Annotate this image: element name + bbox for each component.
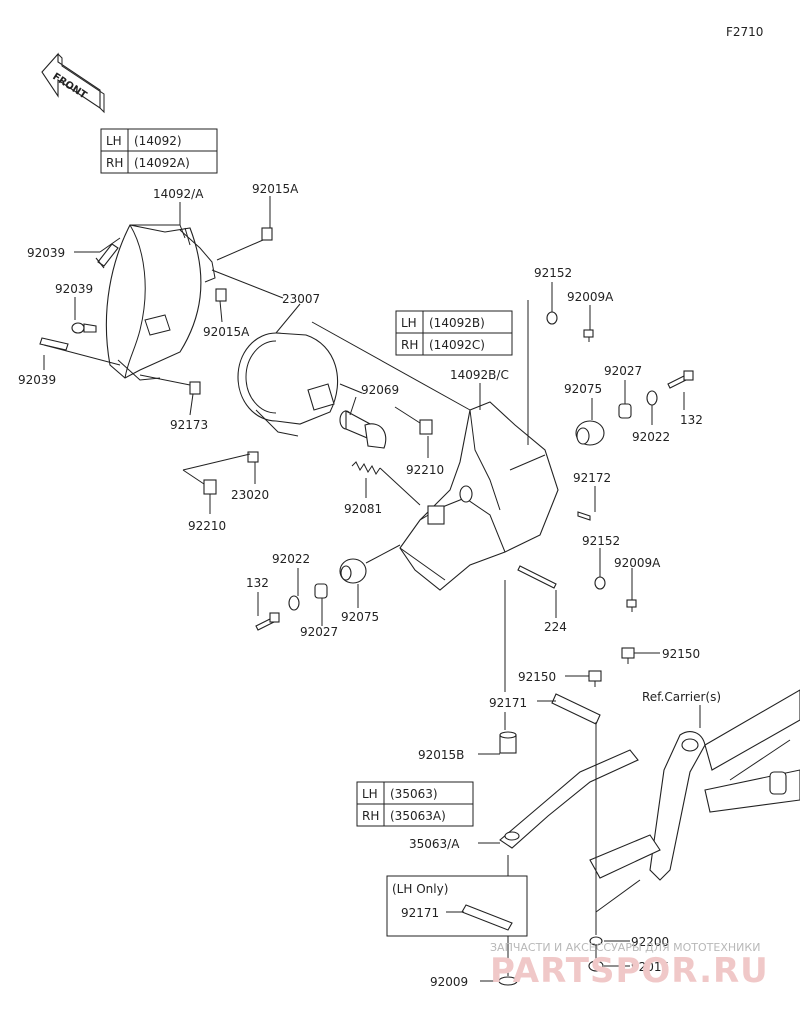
table-cell: (14092C)	[429, 338, 485, 352]
part-label: 132	[246, 576, 269, 590]
part-label: 92039	[27, 246, 65, 260]
nut-92152-mid	[594, 576, 606, 590]
washer-92022-right	[646, 390, 658, 406]
part-label: 92022	[272, 552, 310, 566]
front-arrow-icon: FRONT	[41, 52, 105, 114]
part-label: 92015A	[252, 182, 299, 196]
clip-92173	[189, 381, 201, 395]
ref-carrier-label: Ref.Carrier(s)	[642, 690, 721, 704]
part-label: 92027	[604, 364, 642, 378]
part-label: 92150	[518, 670, 556, 684]
part-label: 224	[544, 620, 567, 634]
part-label: 92152	[534, 266, 572, 280]
clip-92015a-mid	[215, 288, 227, 302]
part-label: 92075	[341, 610, 379, 624]
part-label: 132	[680, 413, 703, 427]
table-cell: (14092A)	[134, 156, 190, 170]
bulb-92069	[339, 410, 387, 449]
lh-only-box: (LH Only)	[386, 875, 528, 937]
part-label: 92150	[662, 647, 700, 661]
spring-92081	[351, 461, 381, 475]
part-label: 92027	[300, 625, 338, 639]
part-label: 92015	[631, 960, 669, 974]
bolt-92150-right	[621, 647, 635, 664]
carrier-frame	[589, 689, 800, 881]
part-label: 92009A	[614, 556, 661, 570]
table-cell: (35063)	[390, 787, 438, 801]
part-label: 92009A	[567, 290, 614, 304]
watermark: ЗАПЧАСТИ И АКСЕССУАРЫ ДЛЯ МОТОТЕХНИКИ PA…	[490, 941, 769, 991]
bolt-92150-left	[588, 670, 602, 687]
clip-92015a-top	[261, 227, 273, 241]
table-cell: (14092B)	[429, 316, 485, 330]
part-label: 35063/A	[409, 837, 460, 851]
spacer-92015b	[499, 731, 517, 754]
watermark-tagline: ЗАПЧАСТИ И АКСЕССУАРЫ ДЛЯ МОТОТЕХНИКИ	[490, 941, 760, 954]
diagram-code: F2710	[726, 25, 763, 39]
leader-lines	[43, 196, 701, 982]
bolt-132-left	[255, 612, 280, 631]
table-cell: LH	[401, 316, 417, 330]
part-label: 23007	[282, 292, 320, 306]
headlight-23007	[237, 332, 338, 463]
part-label: 92171	[401, 906, 439, 920]
part-label: 14092/A	[153, 187, 204, 201]
part-labels: 14092/A 92015A 92039 92039 92039 23007 9…	[18, 182, 721, 989]
watermark-logo: PARTSPOR.RU	[490, 951, 769, 991]
rivet-92039-top	[95, 243, 119, 269]
part-label: 92171	[489, 696, 527, 710]
table-cell: RH	[106, 156, 123, 170]
washer-92039-mid	[71, 322, 97, 334]
table-cell: LH	[106, 134, 122, 148]
stay-35063	[499, 749, 639, 849]
part-label: 92039	[18, 373, 56, 387]
table-cell: (35063A)	[390, 809, 446, 823]
part-label: 92075	[564, 382, 602, 396]
part-label: 92081	[344, 502, 382, 516]
table-cell: RH	[362, 809, 379, 823]
part-label: 14092B/C	[450, 368, 509, 382]
headlight-cover-left	[105, 224, 216, 381]
table-lh-rh-35063: LH (35063) RH (35063A)	[356, 781, 474, 827]
table-lh-rh-14092: LH (14092) RH (14092A)	[100, 128, 218, 174]
bolt-224	[517, 565, 557, 589]
collar-92027-left	[314, 583, 328, 599]
nut-92015	[588, 960, 604, 972]
part-label: 92210	[406, 463, 444, 477]
part-label: 92200	[631, 935, 669, 949]
headlight-bracket-right	[399, 401, 559, 591]
grommet-92075-left	[339, 558, 367, 584]
bolt-132-right	[667, 370, 694, 389]
table-cell: LH	[362, 787, 378, 801]
part-label: 92009	[430, 975, 468, 989]
rivet-92039-bottom	[39, 337, 69, 351]
part-label: 92173	[170, 418, 208, 432]
washer-92022-left	[288, 595, 300, 611]
plate-92171-top	[551, 693, 601, 725]
bolt-92009a-mid	[626, 599, 637, 612]
part-label: 92015A	[203, 325, 250, 339]
clip-92210-left	[203, 479, 217, 495]
lh-only-label: (LH Only)	[392, 882, 448, 896]
clip-92210-mid	[419, 419, 433, 435]
part-label: 92152	[582, 534, 620, 548]
table-cell: (14092)	[134, 134, 182, 148]
part-label: 92039	[55, 282, 93, 296]
bolt-92172	[577, 511, 591, 521]
collar-92027-right	[618, 403, 632, 419]
part-label: 92069	[361, 383, 399, 397]
bolt-92009a-top	[583, 329, 594, 342]
table-cell: RH	[401, 338, 418, 352]
part-label: 92210	[188, 519, 226, 533]
part-label: 92172	[573, 471, 611, 485]
grommet-92075-right	[575, 420, 605, 446]
plate-92171-bottom	[461, 904, 513, 931]
table-lh-rh-14092b: LH (14092B) RH (14092C)	[395, 310, 513, 356]
nut-92152-top	[546, 311, 558, 325]
part-label: 23020	[231, 488, 269, 502]
part-label: 92022	[632, 430, 670, 444]
part-label: 92015B	[418, 748, 464, 762]
